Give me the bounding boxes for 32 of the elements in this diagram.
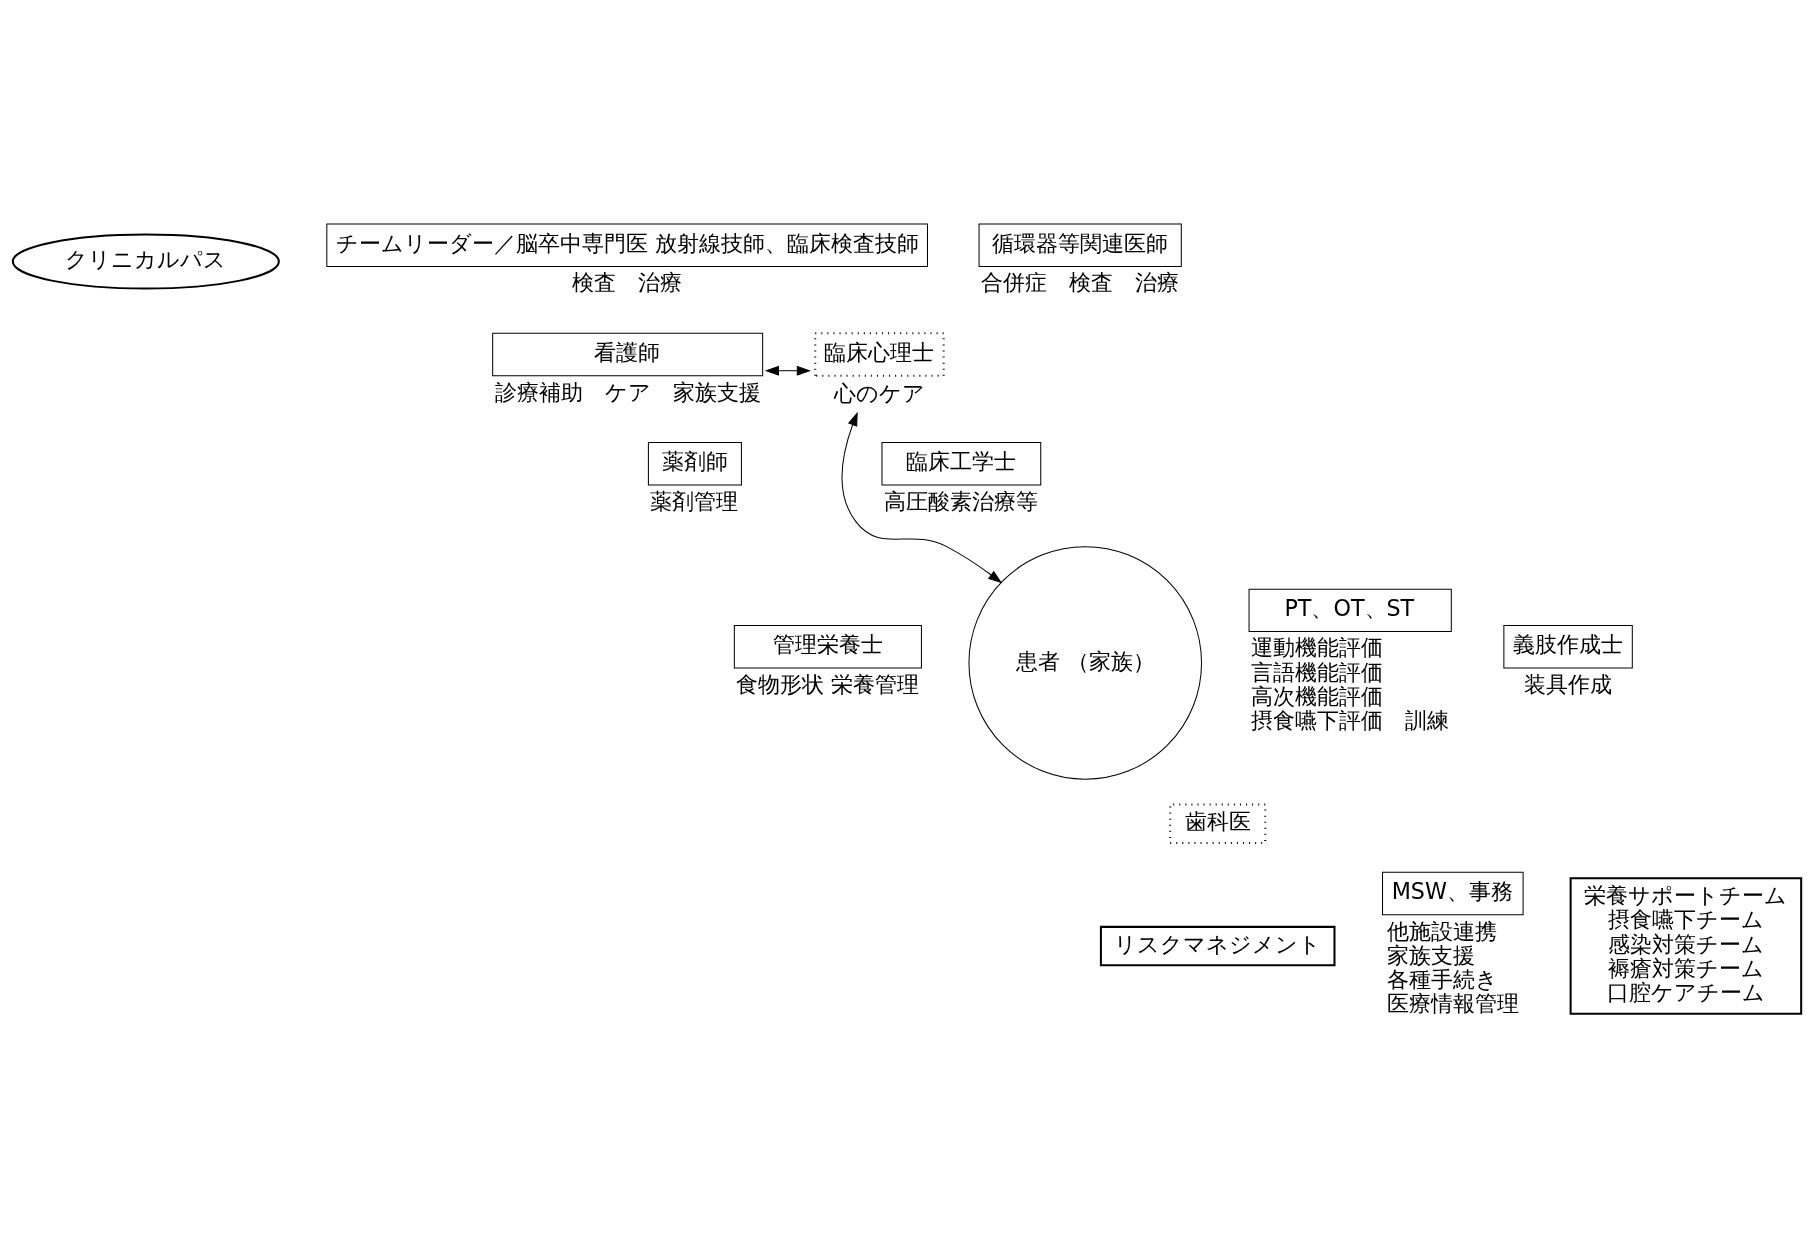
node-box: 臨床心理士 (814, 331, 945, 377)
arrow (764, 365, 811, 376)
node-box: 看護師 (492, 332, 764, 376)
node-label: 心のケア (833, 379, 925, 406)
node-label: 高圧酸素治療等 (884, 487, 1039, 514)
node-box: 歯科医 (1169, 803, 1267, 844)
node-label: 装具作成 (1523, 670, 1612, 697)
node-box: MSW、事務 (1382, 871, 1524, 915)
node-box: 栄養サポートチーム 摂食嚥下チーム 感染対策チーム 褥瘡対策チーム 口腔ケアチーム (1569, 876, 1803, 1015)
node-label: 摂食嚥下評価 訓練 (1251, 706, 1450, 733)
node-ellipse: クリニカルパス (11, 232, 280, 290)
arrow (841, 411, 1003, 583)
node-label: 家族支援 (1386, 941, 1475, 968)
node-label: 診療補助 ケア 家族支援 (494, 378, 761, 405)
node-box: リスクマネジメント (1099, 925, 1336, 966)
node-box: 循環器等関連医師 (978, 223, 1182, 267)
node-label: 運動機能評価 (1251, 633, 1384, 660)
node-label: 他施設連携 (1386, 917, 1497, 944)
node-label: 言語機能評価 (1251, 658, 1384, 685)
node-label: 各種手続き (1386, 965, 1498, 992)
node-box: 臨床工学士 (881, 441, 1042, 485)
node-label: 薬剤管理 (650, 487, 739, 514)
node-box: チームリーダー／脳卒中専門医 放射線技師、臨床検査技師 (326, 223, 928, 267)
node-box: 管理栄養士 (733, 624, 922, 668)
node-label: 食物形状 栄養管理 (736, 670, 920, 697)
node-label: 合併症 検査 治療 (981, 268, 1180, 295)
node-box: PT、OT、ST (1248, 588, 1452, 632)
node-box: 義肢作成士 (1503, 624, 1633, 668)
node-box: 薬剤師 (647, 441, 742, 485)
node-label: 高次機能評価 (1251, 682, 1384, 709)
node-label: 検査 治療 (572, 268, 683, 295)
node-circle: 患者 （家族） (968, 545, 1203, 780)
